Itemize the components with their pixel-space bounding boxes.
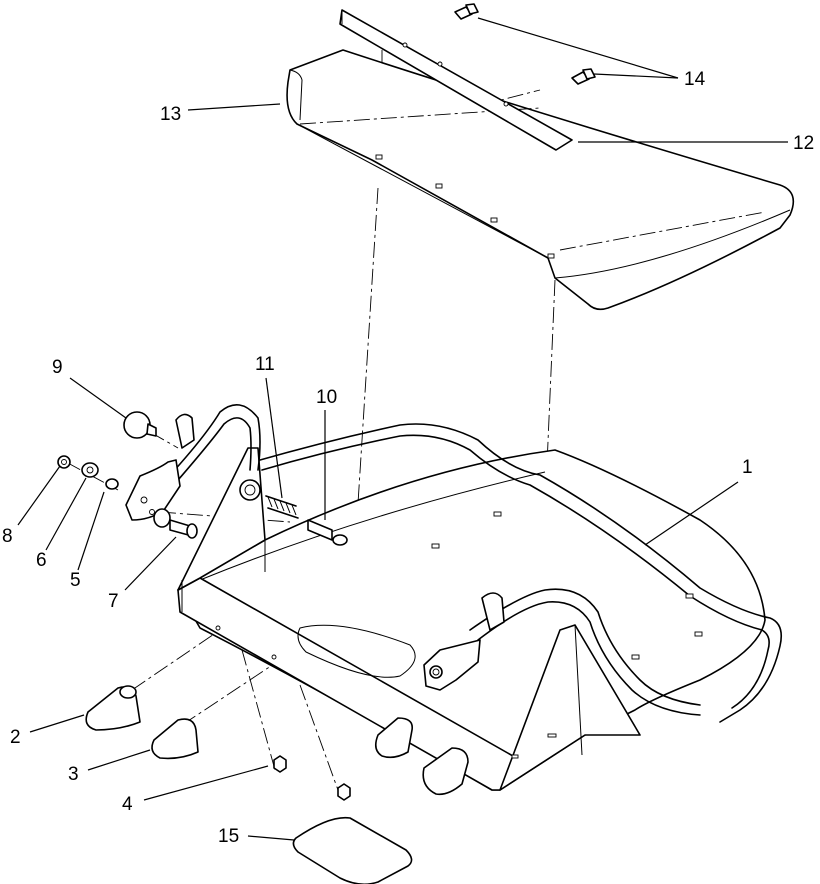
callout-2: 2 [10,727,21,748]
bracket-screws [454,3,596,85]
callout-13: 13 [160,104,181,125]
knob [123,411,157,439]
callout-9: 9 [52,357,63,378]
callout-15: 15 [218,826,239,847]
pivot-pin [307,519,348,546]
pivot-spring [239,479,299,519]
callout-4: 4 [122,794,133,815]
main-frame [125,404,783,791]
callout-14: 14 [684,69,706,90]
mounting-bracket [339,9,573,151]
callout-8: 8 [2,526,13,547]
callout-1: 1 [742,457,753,478]
hardware-stack [57,455,119,490]
bumper-feet [85,685,469,796]
callout-7: 7 [108,591,119,612]
callout-11: 11 [255,354,275,375]
callout-12: 12 [793,133,814,154]
callout-labels: 1 2 3 4 5 6 7 8 9 10 11 12 13 14 15 [2,69,814,847]
deflector-tray [286,49,795,311]
callout-3: 3 [68,764,79,785]
callout-5: 5 [70,570,81,591]
leader-lines [17,17,788,841]
foot-pad [292,816,413,884]
clevis-pin [153,508,198,539]
small-nuts [273,755,351,801]
callout-10: 10 [316,387,337,408]
callout-6: 6 [36,550,47,571]
